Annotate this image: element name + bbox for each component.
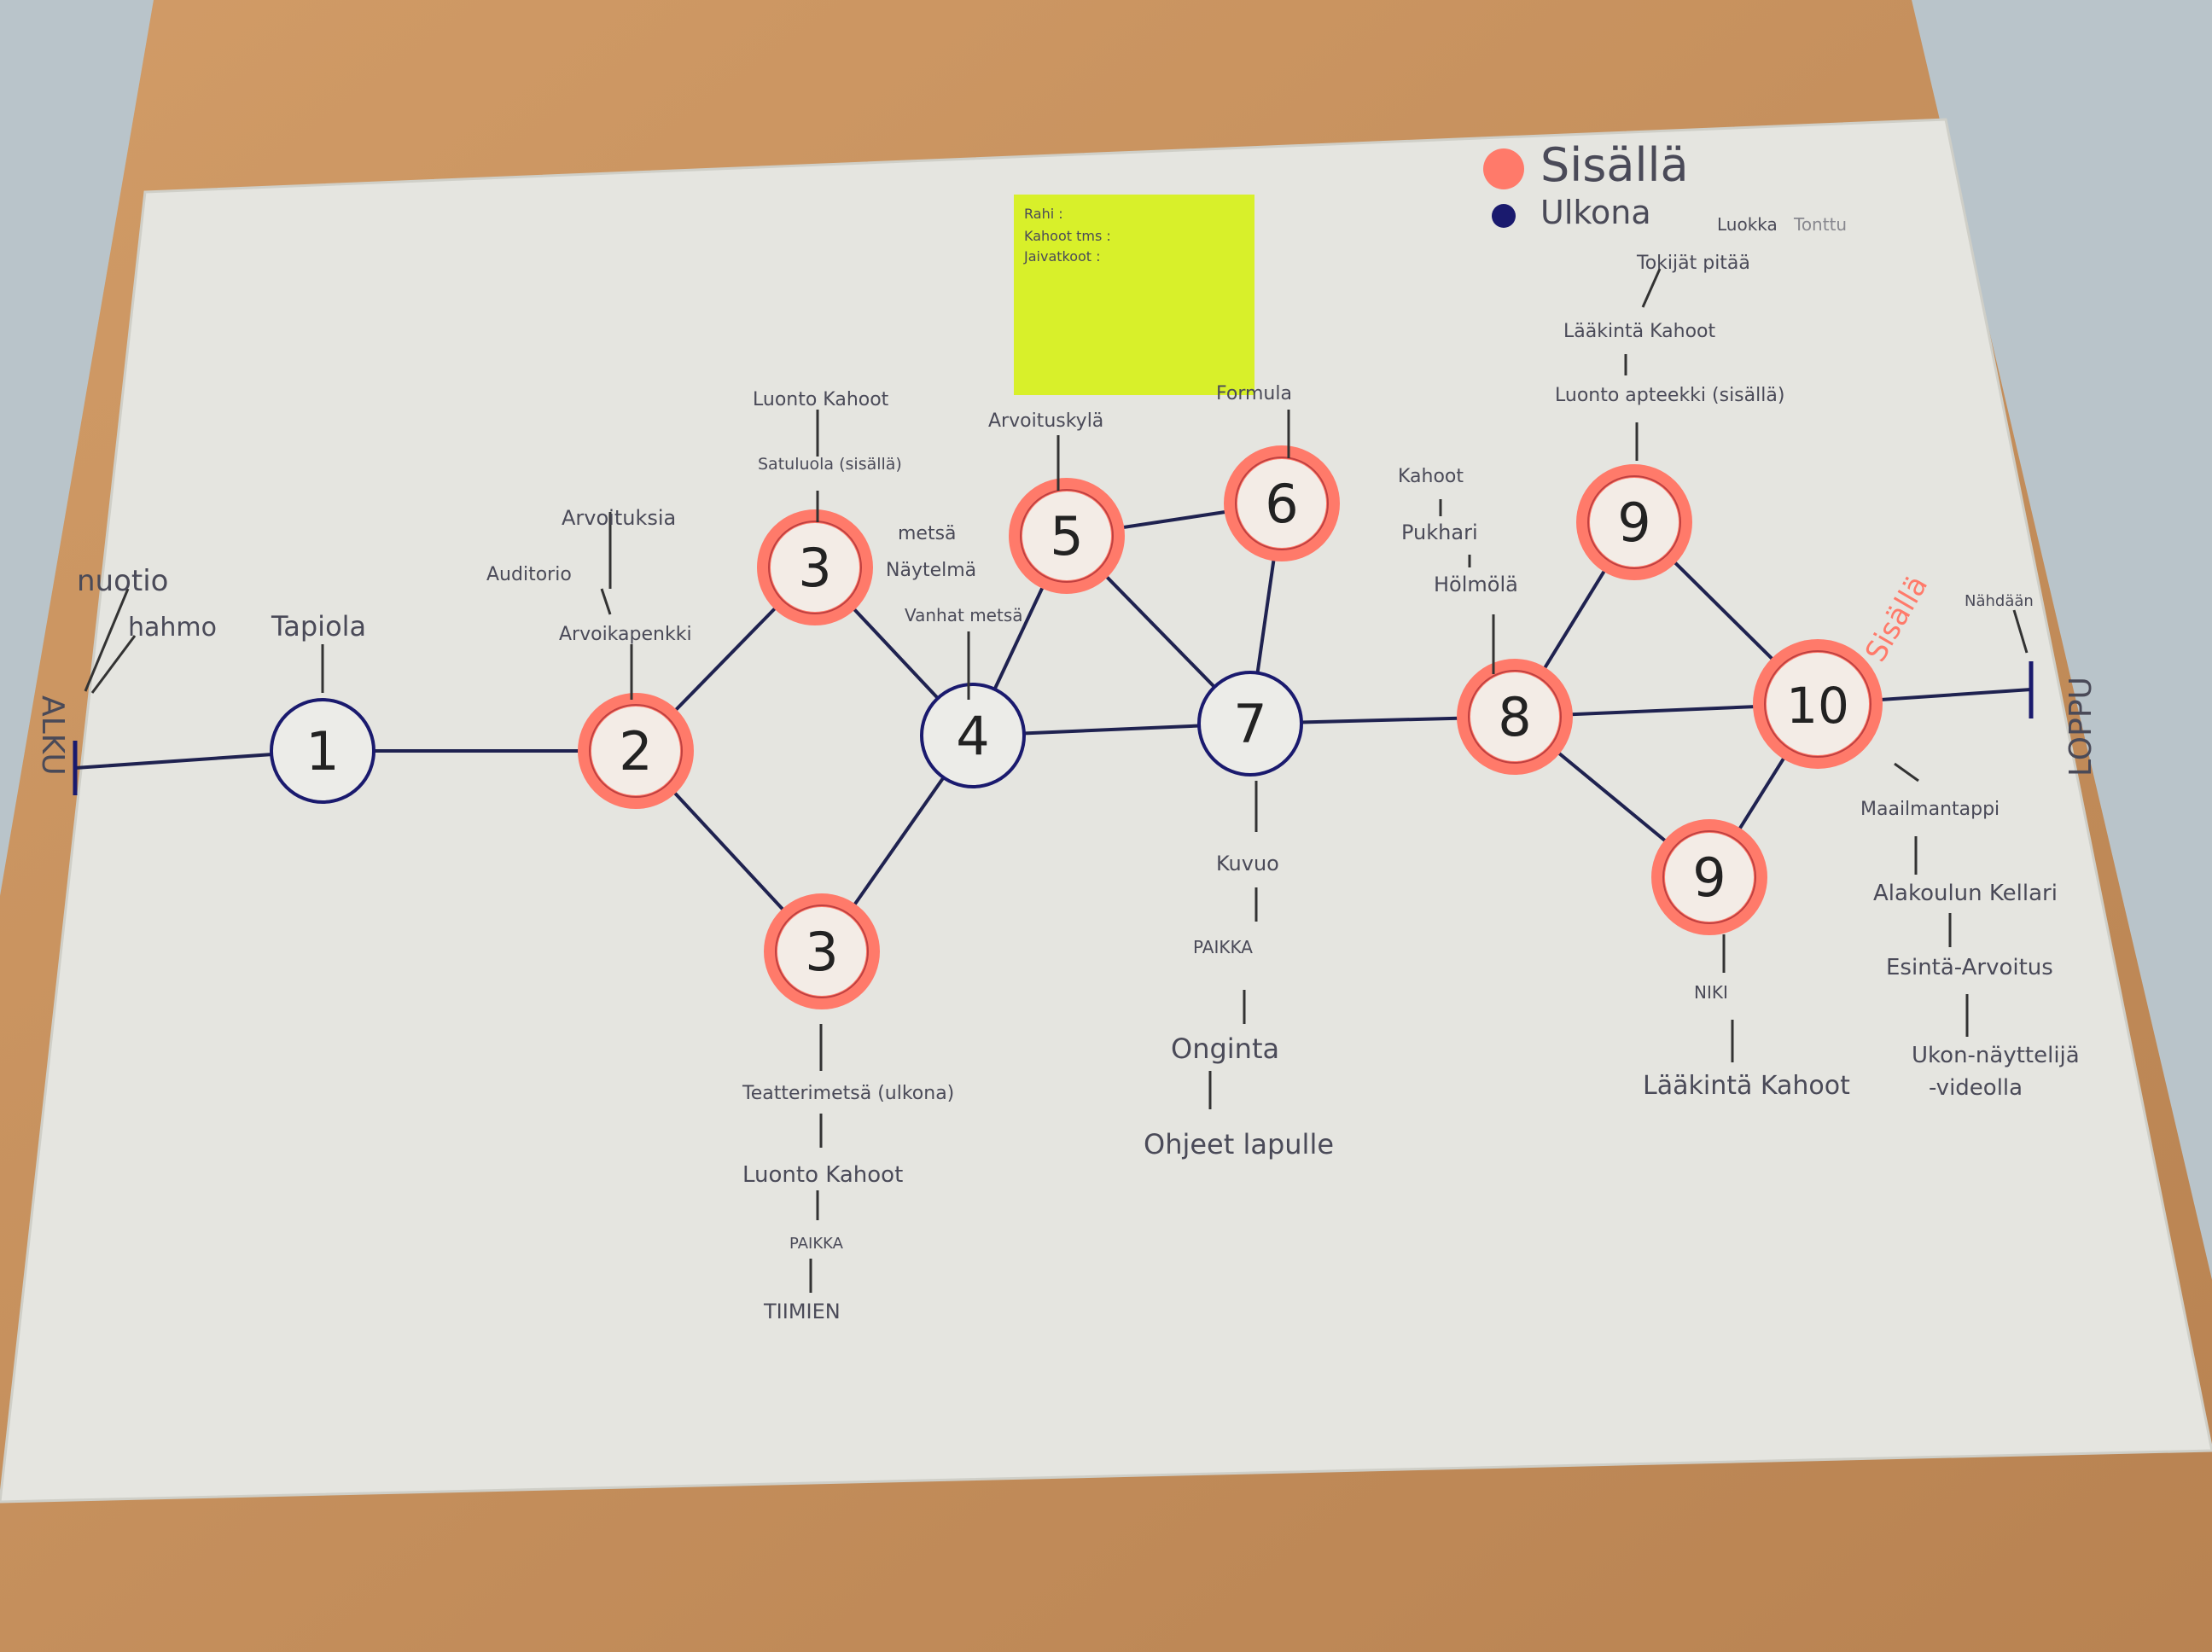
note-laakinta-kahoot-9b: Lääkintä Kahoot (1643, 1071, 1850, 1101)
end-marker: LOPPU (2029, 661, 2098, 777)
node-n6: 6 (1224, 445, 1340, 561)
note-formula: Formula (1216, 383, 1292, 404)
note-paikka-3: PAIKKA (789, 1235, 844, 1253)
note-ohjeet-lapulle: Ohjeet lapulle (1144, 1128, 1334, 1160)
node-circle (757, 509, 873, 625)
note-teatterimetsa: Teatterimetsä (ulkona) (742, 1083, 954, 1104)
note-pukhari: Pukhari (1401, 521, 1478, 544)
node-inner-ring (775, 905, 869, 998)
node-circle (1009, 478, 1125, 594)
node-n9b: 9 (1651, 819, 1767, 935)
node-n1: 1 (270, 698, 375, 804)
note-arvoituskyla: Arvoituskylä (988, 410, 1103, 432)
note-tiimien: TIIMIEN (763, 1300, 841, 1323)
legend-indoor-dot (1483, 148, 1524, 189)
node-circle (1753, 639, 1883, 769)
note-arvoituksia: Arvoituksia (562, 506, 676, 530)
note-metsa: metsä (898, 523, 957, 544)
node-n3b: 3 (764, 893, 880, 1009)
node-label: 1 (306, 720, 339, 782)
start-label: ALKU (35, 695, 70, 776)
sticky-note: Rahi : Kahoot tms : Jaivatkoot : (1014, 195, 1254, 395)
sticky-line-1: Rahi : (1024, 206, 1063, 222)
node-label: 7 (1233, 693, 1266, 755)
node-n5: 5 (1009, 478, 1125, 594)
node-circle (1457, 659, 1573, 775)
node-label: 9 (1692, 846, 1726, 909)
node-circle (920, 683, 1026, 788)
note-satuluola: Satuluola (sisällä) (758, 455, 902, 474)
note-videolla: -videolla (1929, 1075, 2023, 1101)
note-tonttu: Tonttu (1793, 214, 1847, 235)
node-label: 9 (1617, 492, 1650, 554)
node-label: 5 (1050, 505, 1083, 567)
node-inner-ring (768, 521, 862, 614)
note-arvoikapenkki: Arvoikapenkki (559, 624, 692, 645)
node-circle (1576, 464, 1692, 580)
node-n9a: 9 (1576, 464, 1692, 580)
node-n4: 4 (920, 683, 1026, 788)
note-luonto-kahoot-3b: Luonto Kahoot (742, 1162, 903, 1188)
note-vanhat-metsa: Vanhat metsä (905, 605, 1023, 625)
node-inner-ring (1662, 830, 1756, 924)
node-n3a: 3 (757, 509, 873, 625)
node-n8: 8 (1457, 659, 1573, 775)
graph-nodes: 1 2 3 3 4 5 6 7 8 9 9 10 (270, 445, 1883, 1009)
note-paikka-7: PAIKKA (1193, 937, 1253, 957)
start-marker: ALKU (35, 695, 78, 795)
node-circle (270, 698, 375, 804)
node-inner-ring (589, 704, 683, 798)
sticky-line-2: Kahoot tms : (1024, 228, 1111, 244)
note-auditorio: Auditorio (486, 564, 572, 585)
node-circle (1224, 445, 1340, 561)
note-hahmo: hahmo (128, 613, 217, 643)
note-laakinta-kahoot-9: Lääkintä Kahoot (1563, 321, 1716, 342)
sticky-line-3: Jaivatkoot : (1023, 248, 1101, 265)
node-label: 3 (798, 537, 831, 599)
node-label: 8 (1498, 686, 1531, 748)
node-inner-ring (1235, 457, 1329, 550)
note-luonto-kahoot-3: Luonto Kahoot (753, 389, 889, 410)
legend-outdoor-dot (1492, 204, 1516, 228)
node-circle (1197, 671, 1303, 777)
node-circle (764, 893, 880, 1009)
end-label: LOPPU (2064, 677, 2098, 777)
node-label: 6 (1265, 473, 1298, 535)
node-n2: 2 (578, 693, 694, 809)
note-naytelma: Näytelmä (886, 560, 976, 581)
note-esinta-arvoitus: Esintä-Arvoitus (1886, 955, 2053, 980)
node-label: 10 (1786, 677, 1849, 735)
legend: Sisällä Ulkona (1483, 138, 1689, 231)
note-kahoot-8: Kahoot (1398, 466, 1464, 487)
legend-indoor-label: Sisällä (1540, 138, 1689, 192)
note-alakoulun-kellari: Alakoulun Kellari (1873, 881, 2058, 906)
node-label: 2 (619, 720, 652, 782)
note-maailmantappi: Maailmantappi (1860, 799, 2000, 820)
note-holmola: Hölmölä (1434, 573, 1518, 596)
note-luonto-apteekki: Luonto apteekki (sisällä) (1555, 385, 1784, 406)
note-kuvuo: Kuvuo (1216, 852, 1279, 875)
node-inner-ring (1468, 670, 1562, 764)
node-inner-ring (1587, 475, 1681, 569)
note-onginta: Onginta (1171, 1032, 1279, 1065)
note-tapiola: Tapiola (271, 610, 366, 643)
node-label: 3 (805, 921, 838, 983)
note-luokka: Luokka (1717, 214, 1778, 235)
note-ukon-nayttelija: Ukon-näyttelijä (1912, 1043, 2080, 1068)
node-n7: 7 (1197, 671, 1303, 777)
node-inner-ring (1020, 489, 1114, 583)
node-inner-ring (1764, 650, 1871, 758)
note-nahdaan: Nähdään (1965, 592, 2034, 610)
paper-sheet (0, 119, 2212, 1502)
note-nuotio: nuotio (77, 564, 168, 598)
note-niki: NIKI (1694, 982, 1728, 1003)
node-n10: 10 (1753, 639, 1883, 769)
note-tokijat-pitaa: Tokijät pitää (1636, 253, 1750, 274)
node-label: 4 (956, 705, 989, 767)
node-circle (1651, 819, 1767, 935)
annotation-connectors (84, 268, 2029, 1293)
legend-outdoor-label: Ulkona (1540, 194, 1651, 231)
node-circle (578, 693, 694, 809)
